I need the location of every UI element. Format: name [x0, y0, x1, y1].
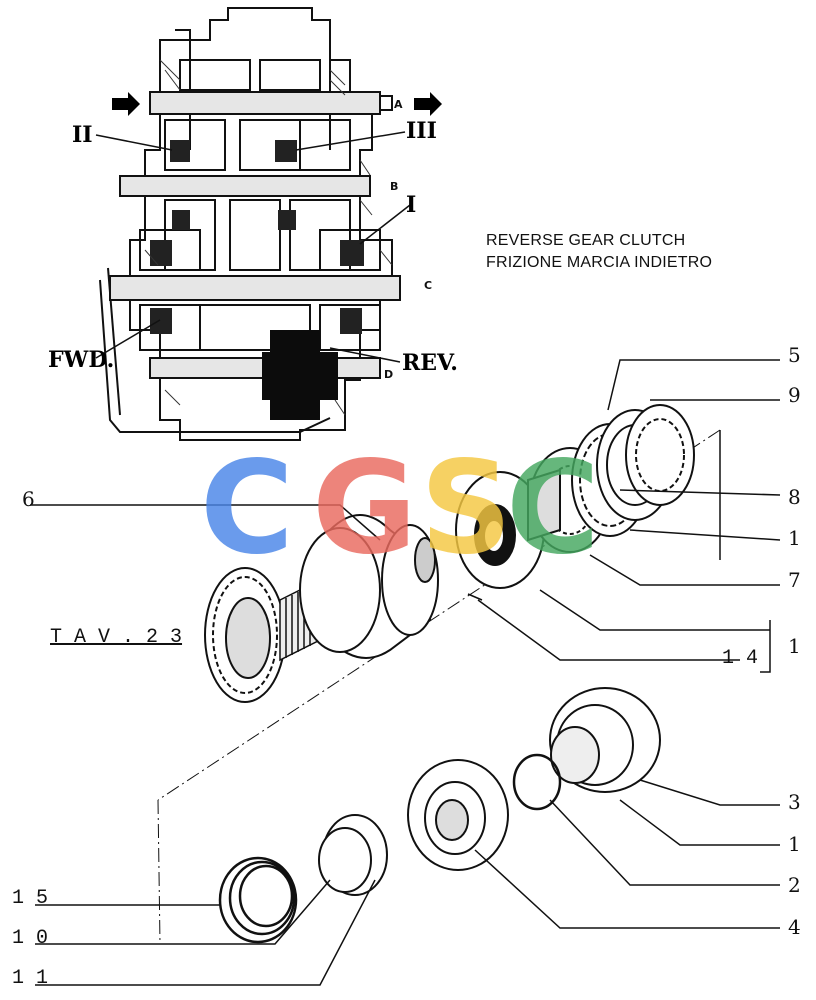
snap-ring-part-2 [512, 753, 562, 811]
flow-arrow-out [414, 92, 442, 116]
end-plate-part-9 [625, 404, 695, 506]
callout-9: 9 [788, 383, 801, 407]
caption-english: REVERSE GEAR CLUTCH [486, 232, 686, 249]
shaft-c-label: C [424, 279, 433, 292]
callout-1-bottom: 1 [788, 832, 801, 856]
caption-italian: FRIZIONE MARCIA INDIETRO [486, 254, 713, 271]
seal-ring-part-11 [318, 814, 388, 896]
shaft-b-label: B [390, 180, 399, 193]
callout-15: 1 5 [12, 887, 49, 910]
callout-6: 6 [22, 487, 35, 511]
alignment-axis [157, 429, 721, 945]
forward-label: FWD. [48, 347, 115, 373]
table-reference: T A V . 2 3 [50, 626, 183, 649]
callout-5: 5 [788, 343, 801, 367]
callout-7: 7 [788, 568, 801, 592]
clutch-packs [150, 140, 364, 334]
callout-1-top: 1 [788, 526, 801, 550]
pin-part-14 [467, 593, 483, 601]
hatching [144, 59, 393, 416]
gear-ii-label: II [72, 122, 93, 148]
flow-arrow-in [112, 92, 140, 116]
gear-iii-label: III [406, 118, 437, 144]
clutch-drum-part-6 [299, 514, 439, 659]
callout-4: 4 [788, 915, 801, 939]
callout-2: 2 [788, 873, 801, 897]
spring-part-15 [218, 856, 298, 944]
gear-i-label: I [406, 192, 417, 218]
watermark-letter-4: C [506, 434, 600, 583]
shaft-d-label: D [384, 368, 394, 381]
spring-retainer-part-4 [407, 759, 509, 871]
piston-housing-part-3 [549, 687, 661, 793]
watermark-letter-1: C [200, 434, 294, 583]
reverse-gear-highlight [262, 330, 338, 420]
callout-3: 3 [788, 790, 801, 814]
piston-part [455, 471, 545, 589]
callout-1-bracket: 1 [788, 634, 801, 658]
reverse-label: REV. [402, 350, 458, 376]
callout-14: 1 4 [722, 647, 759, 670]
watermark-letter-2: G [312, 434, 418, 583]
callout-leaders [30, 359, 781, 986]
transmission-cross-section [99, 7, 401, 441]
watermark-letter-3: S [420, 434, 513, 583]
callout-11: 1 1 [12, 967, 49, 990]
section-leaders [95, 131, 411, 363]
gear-part [204, 567, 286, 703]
callout-8: 8 [788, 485, 801, 509]
callout-10: 1 0 [12, 927, 49, 950]
shaft-a-label: A [394, 98, 403, 111]
